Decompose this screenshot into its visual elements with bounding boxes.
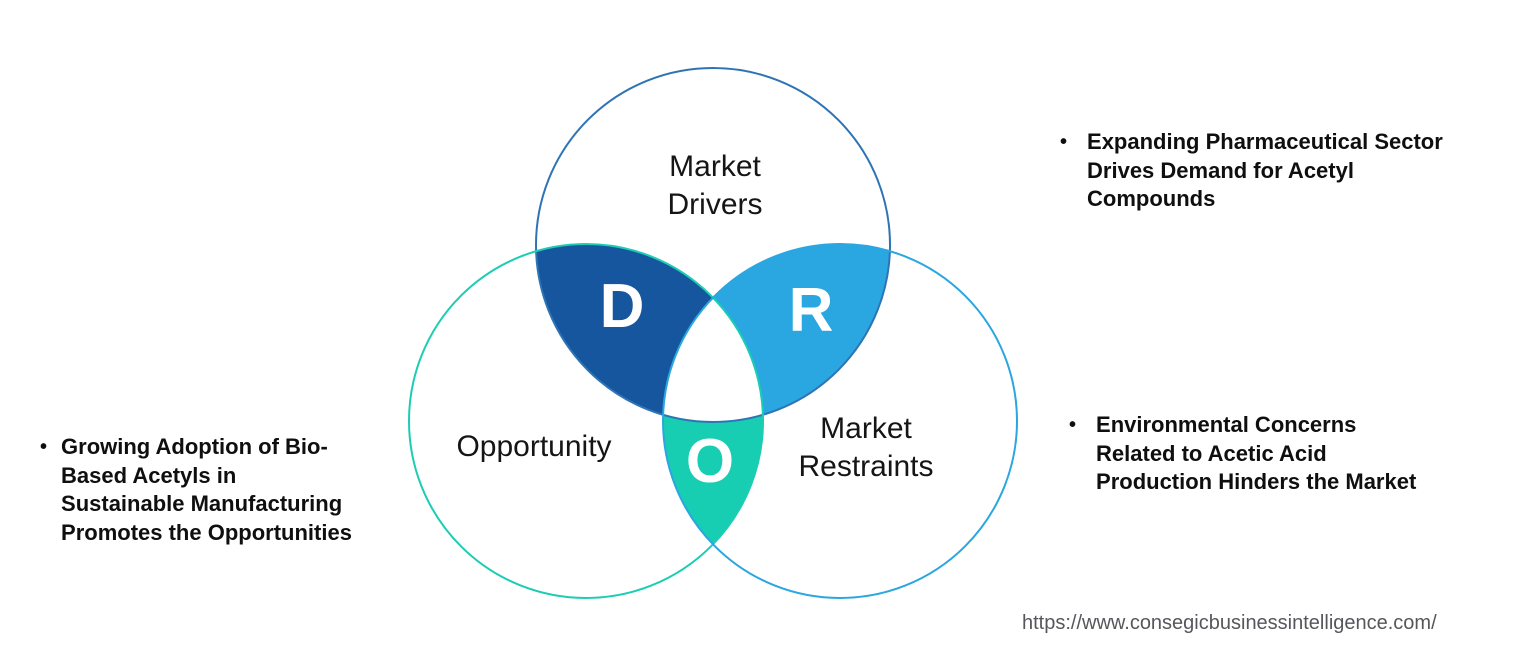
source-url: https://www.consegicbusinessintelligence…	[1022, 612, 1437, 634]
bullet-line: Production Hinders the Market	[1096, 469, 1417, 494]
bullet-line: Promotes the Opportunities	[61, 519, 352, 545]
label-market-restraints: Market Restraints	[798, 410, 933, 486]
bullet-text: Environmental Concerns Related to Acetic…	[1096, 411, 1416, 497]
bullet-dot: •	[1069, 414, 1077, 436]
bullet-line: Compounds	[1087, 186, 1216, 211]
label-line: Market	[669, 150, 761, 183]
bullet-restraint-note: • Environmental Concerns Related to Acet…	[1069, 411, 1416, 497]
bullet-line: Growing Adoption of Bio-	[61, 434, 328, 459]
lens-letter-restraints: R	[788, 276, 834, 345]
bullet-line: Sustainable Manufacturing	[61, 491, 343, 516]
bullet-opportunity-note: • Growing Adoption of Bio- Based Acetyls…	[40, 433, 352, 547]
bullet-line: Expanding Pharmaceutical Sector	[1087, 129, 1443, 154]
lens-letter-drivers: D	[599, 272, 645, 341]
circle-drivers	[535, 67, 891, 423]
label-market-drivers: Market Drivers	[668, 148, 763, 224]
bullet-text: Expanding Pharmaceutical Sector Drives D…	[1087, 128, 1443, 214]
circle-opportunity	[408, 243, 764, 599]
bullet-driver-note: • Expanding Pharmaceutical Sector Drives…	[1060, 128, 1443, 214]
bullet-text: Growing Adoption of Bio- Based Acetyls i…	[61, 433, 352, 547]
label-line: Market	[820, 412, 912, 445]
circle-restraints	[662, 243, 1018, 599]
lens-letter-opportunity: O	[685, 427, 735, 496]
label-opportunity: Opportunity	[456, 430, 612, 463]
bullet-line: Environmental Concerns	[1096, 412, 1357, 437]
bullet-line: Drives Demand for Acetyl	[1087, 157, 1354, 183]
label-line: Restraints	[798, 450, 934, 483]
label-line: Drivers	[667, 188, 763, 221]
bullet-dot: •	[1060, 131, 1068, 153]
bullet-line: Related to Acetic Acid	[1096, 440, 1327, 466]
bullet-dot: •	[40, 436, 48, 458]
bullet-line: Based Acetyls in	[61, 462, 237, 488]
